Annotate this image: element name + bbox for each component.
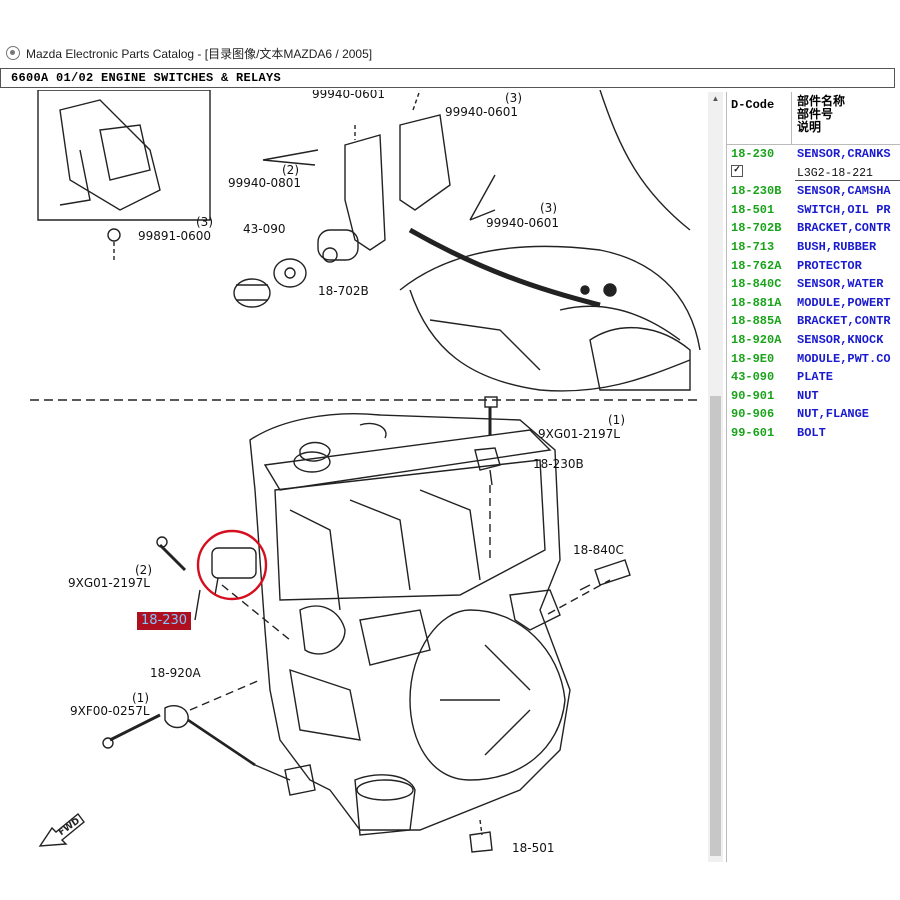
parts-row[interactable]: 18-702B BRACKET,CONTR <box>727 219 900 238</box>
diagram-label: (1) <box>608 413 625 427</box>
header-line: 部件号 <box>797 108 834 122</box>
diagram-label: 9XG01-2197L <box>538 427 620 441</box>
parts-row[interactable]: 18-920A SENSOR,KNOCK <box>727 331 900 350</box>
parts-row[interactable]: 18-885A BRACKET,CONTR <box>727 312 900 331</box>
app-icon <box>6 46 20 60</box>
parts-row[interactable]: 18-762A PROTECTOR <box>727 257 900 276</box>
diagram-label: (3) <box>540 201 557 215</box>
scroll-thumb[interactable] <box>710 396 721 856</box>
section-header: 6600A 01/02 ENGINE SWITCHES & RELAYS <box>0 68 895 88</box>
parts-row[interactable]: 18-230B SENSOR,CAMSHA <box>727 182 900 201</box>
diagram-label: (3) <box>196 215 213 229</box>
part-number: L3G2-18-221 <box>797 166 873 180</box>
parts-row[interactable]: 18-881A MODULE,POWERT <box>727 294 900 313</box>
header-line: 说明 <box>797 121 822 135</box>
diagram-label: 43-090 <box>243 222 286 236</box>
diagram-label: (1) <box>132 691 149 705</box>
part-dcode: 90-906 <box>731 407 775 422</box>
diagram-label: 9XG01-2197L <box>68 576 150 590</box>
parts-row[interactable]: 18-840C SENSOR,WATER <box>727 275 900 294</box>
part-description: PLATE <box>797 370 834 385</box>
part-dcode: 18-885A <box>731 314 782 329</box>
part-dcode: 18-702B <box>731 221 782 236</box>
diagram-label: 18-501 <box>512 841 555 855</box>
diagram-label: 18-920A <box>150 666 202 680</box>
part-dcode: 43-090 <box>731 370 775 385</box>
column-header-name[interactable]: 部件名称 部件号 说明 <box>797 96 845 135</box>
part-description: SENSOR,CRANKS <box>797 147 891 161</box>
part-dcode: 18-9E0 <box>731 351 775 366</box>
part-description: BOLT <box>797 425 826 440</box>
column-header-dcode[interactable]: D-Code <box>731 98 775 112</box>
parts-diagram[interactable]: 99940-0601 (3) 99940-0601 (2) 99940-0801… <box>0 90 724 860</box>
part-dcode: 18-881A <box>731 295 782 310</box>
diagram-label: (3) <box>505 91 522 105</box>
part-description: SENSOR,WATER <box>797 277 884 292</box>
diagram-label: 99940-0801 <box>228 176 301 190</box>
part-description: NUT,FLANGE <box>797 407 870 422</box>
part-description: SWITCH,OIL PR <box>797 202 891 217</box>
checkbox[interactable]: ✓ <box>731 164 743 177</box>
diagram-label: 99940-0601 <box>486 216 559 230</box>
window-title: Mazda Electronic Parts Catalog - [目录图像/文… <box>26 46 373 61</box>
parts-row[interactable]: 18-501 SWITCH,OIL PR <box>727 201 900 220</box>
selected-callout-18-230[interactable]: 18-230 <box>137 612 191 630</box>
diagram-label: 9XF00-0257L <box>70 704 150 718</box>
parts-row[interactable]: 18-713 BUSH,RUBBER <box>727 238 900 257</box>
diagram-label: 18-702B <box>318 284 369 298</box>
parts-row[interactable]: 43-090 PLATE <box>727 368 900 387</box>
column-divider <box>791 92 792 144</box>
diagram-label: (2) <box>282 163 299 177</box>
diagram-scrollbar[interactable]: ▲ <box>708 92 723 862</box>
part-description: BRACKET,CONTR <box>797 314 891 329</box>
parts-row[interactable]: 99-601 BOLT <box>727 424 900 443</box>
part-dcode: 90-901 <box>731 388 775 403</box>
part-dcode: 18-762A <box>731 258 782 273</box>
parts-list-panel: D-Code 部件名称 部件号 说明 18-230 SENSOR,CRANKS ✓ L… <box>726 92 900 862</box>
parts-row[interactable]: 90-906 NUT,FLANGE <box>727 405 900 424</box>
diagram-label: (2) <box>135 563 152 577</box>
parts-row[interactable]: 90-901 NUT <box>727 387 900 406</box>
diagram-label: 99940-0601 <box>312 90 385 101</box>
part-description: NUT <box>797 388 819 403</box>
part-dcode: 18-920A <box>731 332 782 347</box>
diagram-label: 99891-0600 <box>138 229 211 243</box>
part-description: MODULE,POWERT <box>797 295 891 310</box>
diagram-label: 99940-0601 <box>445 105 518 119</box>
part-description: BUSH,RUBBER <box>797 239 877 254</box>
part-description: BRACKET,CONTR <box>797 221 891 236</box>
part-dcode: 18-230 <box>731 147 775 161</box>
header-line: 部件名称 <box>797 95 846 109</box>
parts-list-rows: 18-230 SENSOR,CRANKS ✓ L3G2-18-221 18-230B SE… <box>727 145 900 443</box>
part-number-row[interactable]: ✓ L3G2-18-221 <box>727 164 900 183</box>
window-titlebar: Mazda Electronic Parts Catalog - [目录图像/文… <box>0 40 900 66</box>
diagram-svg: 99940-0601 (3) 99940-0601 (2) 99940-0801… <box>30 90 701 855</box>
divider <box>795 179 900 181</box>
parts-row[interactable]: 18-230 SENSOR,CRANKS <box>727 145 900 164</box>
highlight-circle <box>196 529 268 601</box>
part-description: SENSOR,KNOCK <box>797 332 884 347</box>
diagram-label: 18-840C <box>573 543 624 557</box>
part-dcode: 18-501 <box>731 202 775 217</box>
part-dcode: 18-230B <box>731 184 782 199</box>
part-dcode: 99-601 <box>731 425 775 440</box>
part-description: PROTECTOR <box>797 258 862 273</box>
part-description: SENSOR,CAMSHA <box>797 184 891 199</box>
diagram-label: 18-230B <box>533 457 584 471</box>
forward-arrow-icon: FWD <box>38 810 88 855</box>
parts-list-header: D-Code 部件名称 部件号 说明 <box>727 92 900 145</box>
part-description: MODULE,PWT.CO <box>797 351 891 366</box>
part-dcode: 18-840C <box>731 277 782 292</box>
parts-row[interactable]: 18-9E0 MODULE,PWT.CO <box>727 350 900 369</box>
scroll-up-arrow-icon[interactable]: ▲ <box>711 94 720 103</box>
part-dcode: 18-713 <box>731 239 775 254</box>
